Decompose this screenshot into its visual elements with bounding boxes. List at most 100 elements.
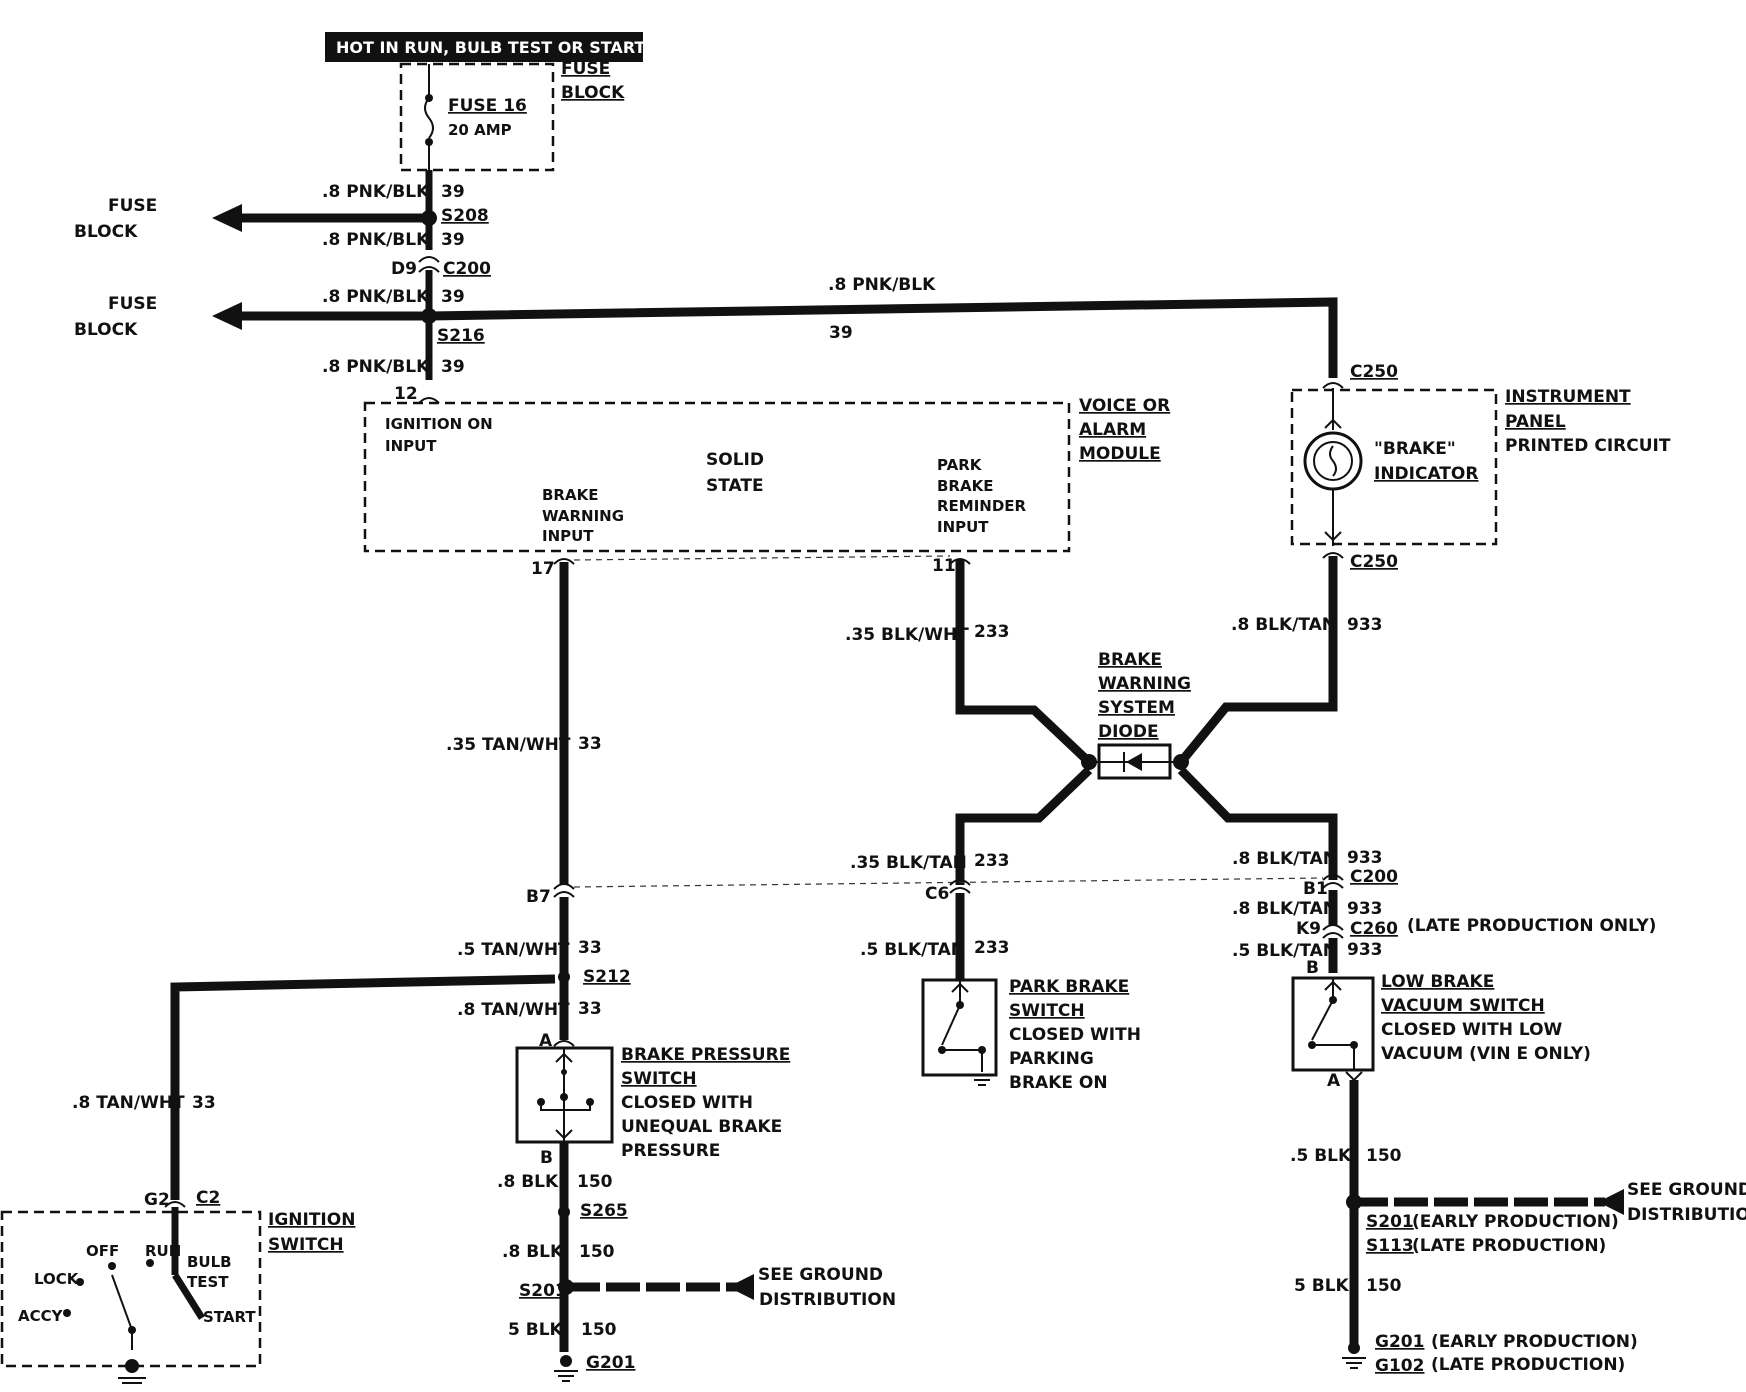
solid-state-1: SOLID [706, 450, 764, 470]
s201-left-label: S201 [519, 1281, 567, 1301]
bp-switch-3: CLOSED WITH [621, 1093, 753, 1113]
ignition-switch-2: SWITCH [268, 1235, 344, 1255]
wire-39-top-num: 39 [829, 323, 853, 343]
ignition-input-2: INPUT [385, 437, 437, 455]
wire-933-top [1177, 556, 1338, 765]
fuse-16-symbol [424, 64, 434, 170]
s113-note: (LATE PRODUCTION) [1412, 1236, 1606, 1256]
wire-39d-num: 39 [441, 357, 465, 377]
wire-150e-num: 150 [1366, 1276, 1402, 1296]
wire-150d-label: .5 BLK [1290, 1146, 1352, 1166]
connector-c200-top [418, 256, 440, 273]
c250-top-label: C250 [1350, 362, 1398, 382]
s212-label: S212 [583, 967, 631, 987]
c250-bottom-connector [1322, 552, 1344, 559]
brake-pressure-switch-contacts [537, 1048, 594, 1142]
ign-accy: ACCY [18, 1307, 64, 1325]
wire-933d-label: .5 BLK/TAN [1232, 941, 1337, 961]
wire-233b-num: 233 [974, 851, 1010, 871]
fuse-block-title-2: BLOCK [561, 83, 625, 103]
wire-33a-num: 33 [578, 734, 602, 754]
wire-39a-label: .8 PNK/BLK [322, 182, 430, 202]
brake-indicator-1: "BRAKE" [1374, 439, 1456, 459]
pin-17-label: 17 [531, 559, 555, 579]
wire-33d-num: 33 [192, 1093, 216, 1113]
b7-connector [553, 883, 575, 890]
ground-g201-left [560, 1355, 572, 1367]
s208-label: S208 [441, 206, 489, 226]
wire-150b-label: .8 BLK [502, 1242, 564, 1262]
wire-933c-num: 933 [1347, 899, 1383, 919]
s216-label: S216 [437, 326, 485, 346]
wire-150a-label: .8 BLK [497, 1172, 559, 1192]
bp-switch-2: SWITCH [621, 1069, 697, 1089]
header-banner [325, 32, 643, 62]
instrument-panel-3: PRINTED CIRCUIT [1505, 436, 1671, 456]
wire-39c-label: .8 PNK/BLK [322, 287, 430, 307]
module-title-1: VOICE OR [1079, 396, 1170, 416]
fuse-block-box [399, 62, 555, 172]
ign-bulb-2: TEST [187, 1273, 229, 1291]
ign-run: RUN [145, 1242, 181, 1260]
instrument-panel-2: PANEL [1505, 412, 1566, 432]
wire-33c-num: 33 [578, 999, 602, 1019]
wire-39a-num: 39 [441, 182, 465, 202]
ignition-input-1: IGNITION ON [385, 415, 493, 433]
wire-33b-label: .5 TAN/WHT [457, 940, 570, 960]
fuse-block-title-1: FUSE [561, 59, 610, 79]
c6-label: C6 [925, 884, 949, 904]
park-brake-switch-contacts [938, 980, 994, 1086]
wire-150b-num: 150 [579, 1242, 615, 1262]
instrument-panel-1: INSTRUMENT [1505, 387, 1631, 407]
pin-11-connector [949, 558, 971, 565]
ground-g201-right [1348, 1342, 1360, 1354]
pin-11-label: 11 [932, 556, 956, 576]
pin-12-label: 12 [394, 384, 418, 404]
c200-right-connector [1322, 874, 1344, 881]
wire-39b-num: 39 [441, 230, 465, 250]
brake-warning-input-1: BRAKE [542, 486, 598, 504]
g201-right-note: (EARLY PRODUCTION) [1431, 1332, 1638, 1352]
fuse-rating: 20 AMP [448, 121, 512, 139]
park-brake-input-4: INPUT [937, 518, 989, 536]
voice-alarm-module-box [363, 401, 1071, 553]
wire-933c-label: .8 BLK/TAN [1232, 899, 1337, 919]
wire-233-bottom [955, 766, 1093, 885]
wire-233c-label: .5 BLK/TAN [860, 940, 965, 960]
wire-39d-label: .8 PNK/BLK [322, 357, 430, 377]
low-brake-3: CLOSED WITH LOW [1381, 1020, 1563, 1040]
park-brake-5: BRAKE ON [1009, 1073, 1108, 1093]
park-brake-input-2: BRAKE [937, 477, 993, 495]
ignition-switch-box [0, 1210, 262, 1368]
ign-start: START [203, 1308, 256, 1326]
wire-39-to-indicator [428, 297, 1338, 378]
wire-233a-label: .35 BLK/WHT [845, 625, 969, 645]
ground-right-2: DISTRIBUTION [1627, 1205, 1746, 1225]
wire-33-to-ignition [170, 974, 556, 1200]
diode-label-2: WARNING [1098, 674, 1191, 694]
wire-150e-label: 5 BLK [1294, 1276, 1350, 1296]
ground-left-2: DISTRIBUTION [759, 1290, 896, 1310]
splice-s212 [558, 971, 570, 983]
fuse-block-left-1-line1: FUSE [108, 196, 157, 216]
wire-150c-num: 150 [581, 1320, 617, 1340]
ign-lock: LOCK [34, 1270, 80, 1288]
c200-connector-link [573, 877, 1324, 888]
pin-12-connector [418, 397, 440, 404]
k9-label: K9 [1296, 919, 1321, 939]
wire-39-top-label: .8 PNK/BLK [828, 275, 936, 295]
park-brake-input-3: REMINDER [937, 497, 1027, 515]
ign-bulb-1: BULB [187, 1253, 232, 1271]
wire-933a-num: 933 [1347, 615, 1383, 635]
wire-233a-num: 233 [974, 622, 1010, 642]
c200-top-label: C200 [443, 259, 491, 279]
brake-warning-diode [1081, 743, 1189, 780]
d9-label: D9 [391, 259, 417, 279]
g201-left-label: G201 [586, 1353, 635, 1373]
pin-a-low-brake: A [1327, 1071, 1341, 1091]
fuse-label: FUSE 16 [448, 96, 527, 116]
s265-label: S265 [580, 1201, 628, 1221]
ground-right-1: SEE GROUND [1627, 1180, 1746, 1200]
diode-label-4: DIODE [1098, 722, 1159, 742]
wire-233-top [955, 560, 1093, 766]
